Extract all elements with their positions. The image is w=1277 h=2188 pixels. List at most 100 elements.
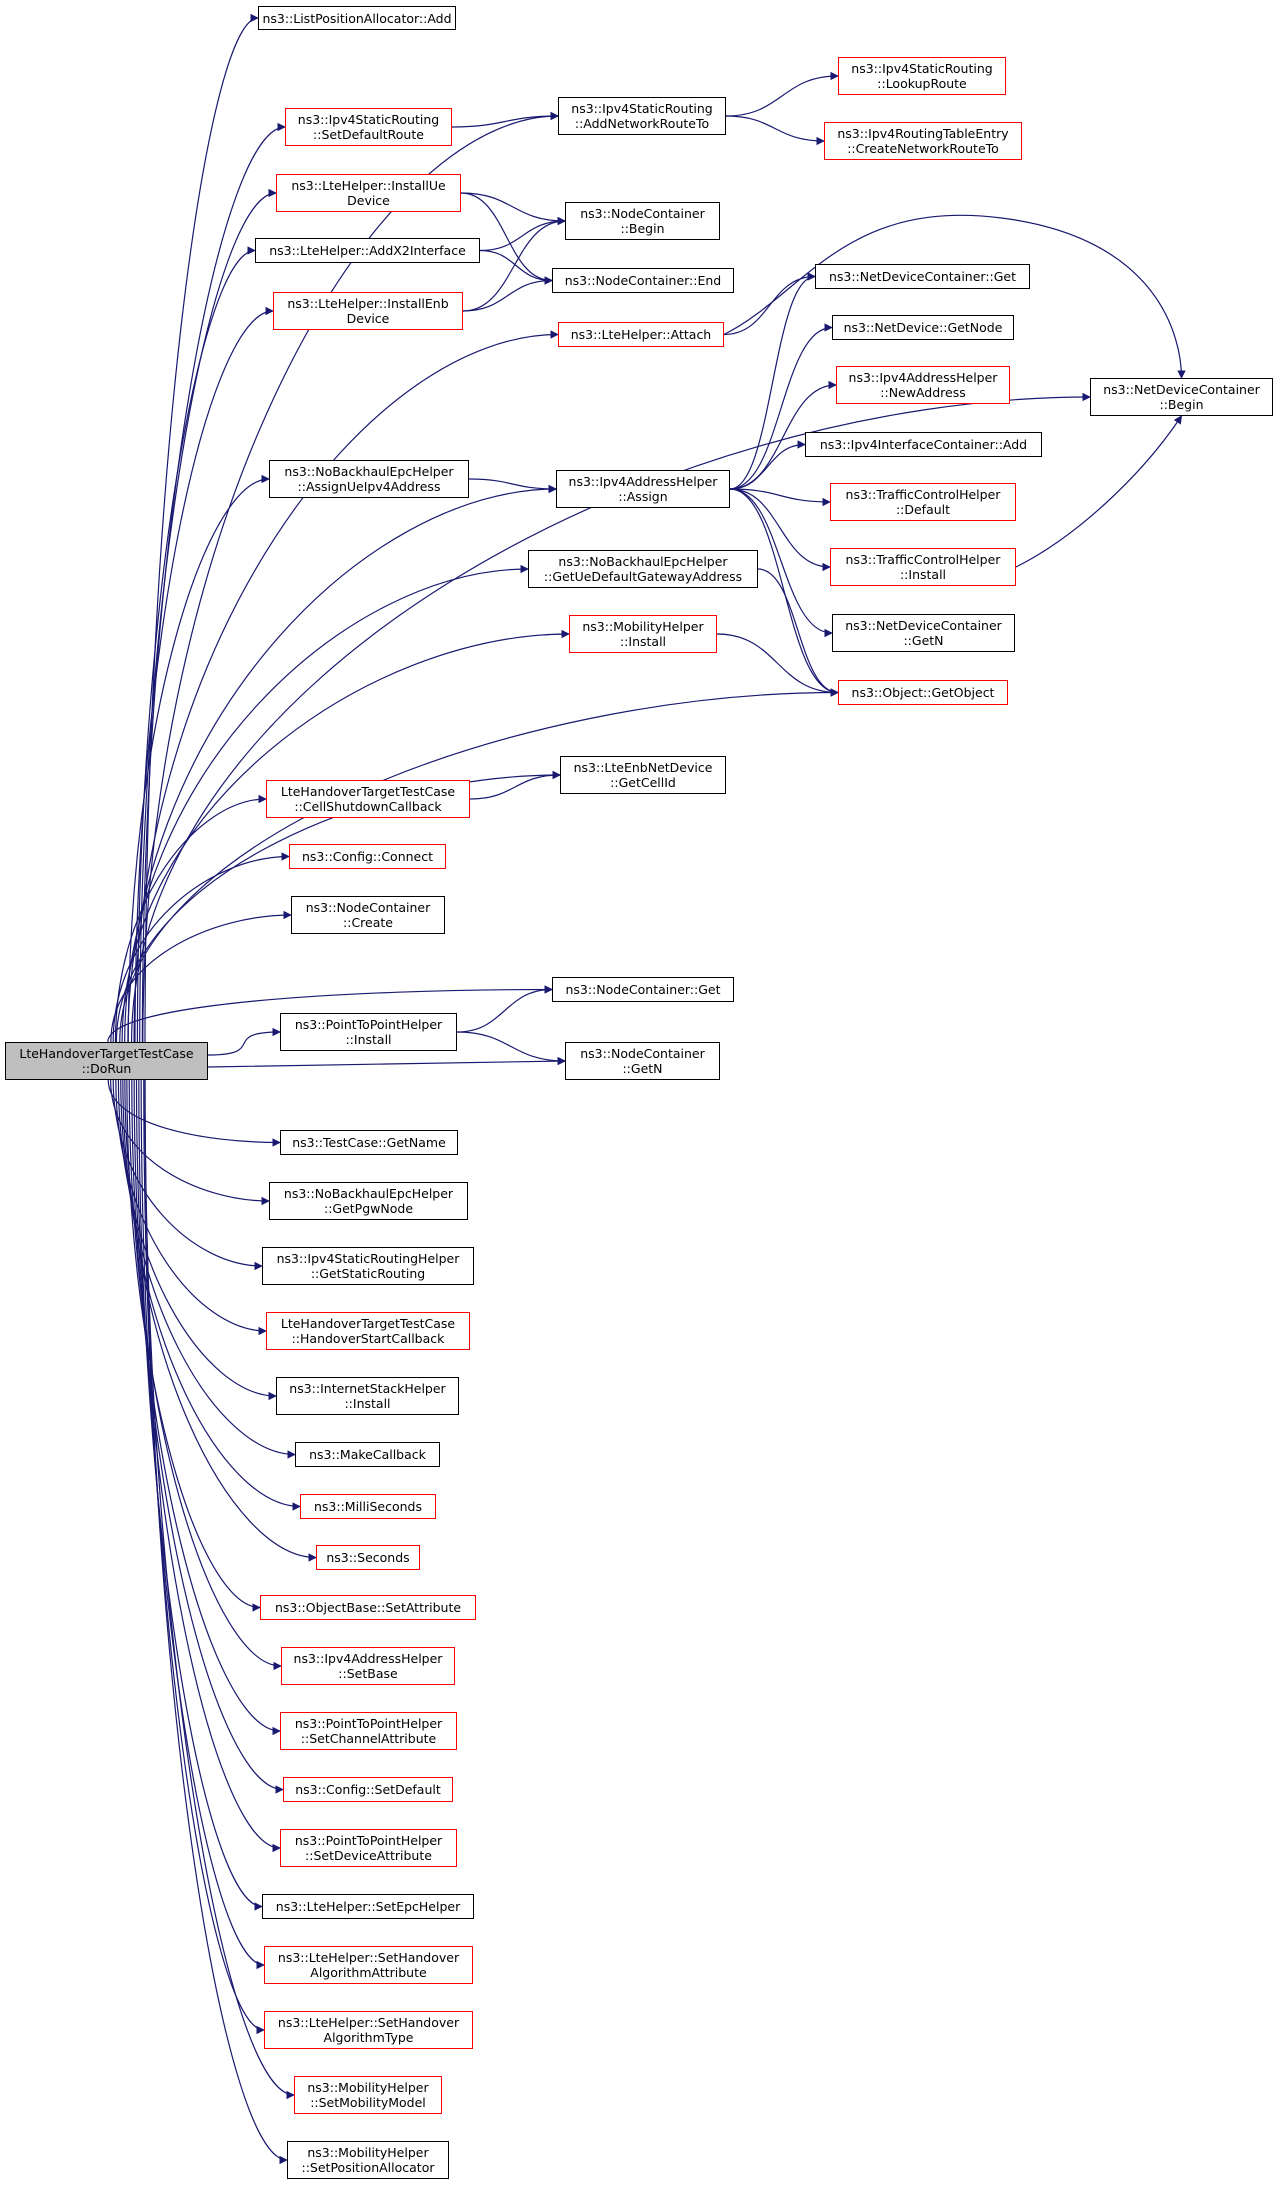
node-no-backhaul-epc-helper-assign-ue-ipv4-address[interactable]: ns3::NoBackhaulEpcHelper ::AssignUeIpv4A… — [269, 460, 469, 498]
edge-root-to-enb_cellid — [115, 770, 561, 1043]
edge-root-to-add_x2 — [136, 246, 256, 1043]
node-object-get-object[interactable]: ns3::Object::GetObject — [838, 680, 1008, 705]
node-ipv4-routing-table-entry-create-network-route-to[interactable]: ns3::Ipv4RoutingTableEntry ::CreateNetwo… — [824, 122, 1022, 160]
node-config-connect[interactable]: ns3::Config::Connect — [289, 844, 446, 869]
edge-install_enb-to-nc_begin — [462, 216, 566, 312]
edge-root-to-set_ho_type — [143, 1079, 265, 2035]
node-node-container-create[interactable]: ns3::NodeContainer ::Create — [291, 896, 445, 934]
node-seconds[interactable]: ns3::Seconds — [316, 1545, 420, 1570]
edge-root-to-mobility_install — [121, 629, 570, 1043]
edge-mobility_install-to-get_object — [716, 633, 839, 697]
edge-p2p_install-to-nc_get — [456, 985, 553, 1033]
node-lte-helper-attach[interactable]: ns3::LteHelper::Attach — [558, 322, 724, 347]
edge-root-to-set_mobility_model — [144, 1079, 295, 2100]
edge-root-to-config_setdefault — [133, 1079, 284, 1794]
edge-root-to-assign_ue — [127, 474, 270, 1043]
node-ipv4-interface-container-add[interactable]: ns3::Ipv4InterfaceContainer::Add — [805, 432, 1042, 457]
node-lte-handover-target-test-case-handover-start-callback[interactable]: LteHandoverTargetTestCase ::HandoverStar… — [266, 1312, 470, 1350]
edge-get_ue_gw-to-get_object — [757, 568, 839, 697]
edge-root-to-set_epc_helper — [138, 1079, 263, 1911]
edge-add_network_route-to-create_network_route — [725, 115, 825, 146]
node-mobility-helper-set-mobility-model[interactable]: ns3::MobilityHelper ::SetMobilityModel — [294, 2076, 442, 2114]
edge-install_ue-to-nc_begin — [460, 192, 566, 226]
node-ipv4-static-routing-set-default-route[interactable]: ns3::Ipv4StaticRouting ::SetDefaultRoute — [285, 108, 452, 146]
edge-root-to-add_network_route — [142, 111, 559, 1043]
node-lte-helper-set-epc-helper[interactable]: ns3::LteHelper::SetEpcHelper — [262, 1894, 474, 1919]
node-node-container-get[interactable]: ns3::NodeContainer::Get — [552, 977, 734, 1002]
node-ipv4-address-helper-new-address[interactable]: ns3::Ipv4AddressHelper ::NewAddress — [836, 366, 1010, 404]
edge-root-to-ndc_begin — [130, 392, 1091, 1043]
node-lte-helper-add-x2-interface[interactable]: ns3::LteHelper::AddX2Interface — [255, 238, 480, 263]
edge-cell_shutdown-to-enb_cellid — [469, 770, 561, 800]
edge-add_x2-to-nc_end — [479, 249, 553, 285]
node-point-to-point-helper-install[interactable]: ns3::PointToPointHelper ::Install — [280, 1013, 457, 1051]
node-point-to-point-helper-set-channel-attribute[interactable]: ns3::PointToPointHelper ::SetChannelAttr… — [280, 1712, 457, 1750]
edge-root-to-set_default_route — [141, 122, 286, 1043]
edge-root-to-nc_getn — [207, 1056, 566, 1068]
edge-install_ue-to-nc_end — [460, 192, 553, 285]
node-ipv4-static-routing-helper-get-static-routing[interactable]: ns3::Ipv4StaticRoutingHelper ::GetStatic… — [262, 1247, 474, 1285]
edge-tch_install-to-ndc_begin — [1015, 415, 1182, 568]
edge-root-to-set_channel_attr — [131, 1079, 281, 1736]
node-net-device-container-begin[interactable]: ns3::NetDeviceContainer ::Begin — [1090, 378, 1273, 416]
edge-ipv4ah_assign-to-ndc_get — [729, 272, 816, 490]
edge-root-to-install_enb — [134, 306, 274, 1043]
edge-root-to-cell_shutdown — [114, 794, 267, 1043]
edge-ipv4ah_assign-to-ipv4ic_add — [729, 440, 806, 490]
node-test-case-get-name[interactable]: ns3::TestCase::GetName — [280, 1130, 458, 1155]
edge-add_network_route-to-lookup_route — [725, 71, 839, 117]
node-internet-stack-helper-install[interactable]: ns3::InternetStackHelper ::Install — [276, 1377, 459, 1415]
edge-root-to-install_ue — [139, 188, 277, 1043]
edge-root-to-set_position_alloc — [144, 1079, 288, 2165]
edge-ipv4ah_assign-to-tch_install — [729, 488, 831, 572]
edge-root-to-set_device_attr — [135, 1079, 281, 1853]
node-make-callback[interactable]: ns3::MakeCallback — [295, 1442, 440, 1467]
node-net-device-get-node[interactable]: ns3::NetDevice::GetNode — [832, 315, 1014, 340]
node-lte-handover-target-test-case-cell-shutdown-callback[interactable]: LteHandoverTargetTestCase ::CellShutdown… — [266, 780, 470, 818]
edge-p2p_install-to-nc_getn — [456, 1031, 566, 1066]
node-node-container-end[interactable]: ns3::NodeContainer::End — [552, 268, 734, 293]
node-root-dorun[interactable]: LteHandoverTargetTestCase ::DoRun — [5, 1042, 208, 1080]
edge-root-to-ish_install — [117, 1079, 277, 1401]
node-node-container-get-n[interactable]: ns3::NodeContainer ::GetN — [565, 1042, 720, 1080]
node-list-position-allocator-add[interactable]: ns3::ListPositionAllocator::Add — [258, 6, 456, 30]
node-object-base-set-attribute[interactable]: ns3::ObjectBase::SetAttribute — [260, 1595, 476, 1620]
edge-attach-to-ndc_begin — [723, 214, 1186, 379]
node-config-set-default[interactable]: ns3::Config::SetDefault — [283, 1777, 453, 1802]
edge-root-to-tc_getname — [107, 1079, 281, 1147]
node-traffic-control-helper-install[interactable]: ns3::TrafficControlHelper ::Install — [830, 548, 1016, 586]
node-traffic-control-helper-default[interactable]: ns3::TrafficControlHelper ::Default — [830, 483, 1016, 521]
edge-root-to-attach — [133, 330, 559, 1043]
edge-root-to-config_connect — [112, 852, 290, 1043]
node-no-backhaul-epc-helper-get-ue-default-gateway-address[interactable]: ns3::NoBackhaulEpcHelper ::GetUeDefaultG… — [528, 550, 758, 588]
node-net-device-container-get-n[interactable]: ns3::NetDeviceContainer ::GetN — [832, 614, 1015, 652]
node-ipv4-address-helper-set-base[interactable]: ns3::Ipv4AddressHelper ::SetBase — [281, 1647, 455, 1685]
edge-ipv4ah_assign-to-tch_default — [729, 488, 831, 507]
edge-root-to-get_ue_gw — [124, 564, 529, 1043]
node-lte-helper-set-handover-algorithm-type[interactable]: ns3::LteHelper::SetHandover AlgorithmTyp… — [264, 2011, 473, 2049]
node-ipv4-static-routing-add-network-route-to[interactable]: ns3::Ipv4StaticRouting ::AddNetworkRoute… — [558, 97, 726, 135]
edge-root-to-seconds — [124, 1079, 317, 1562]
node-ipv4-static-routing-lookup-route[interactable]: ns3::Ipv4StaticRouting ::LookupRoute — [838, 57, 1006, 95]
edge-root-to-handover_start — [115, 1079, 267, 1336]
node-mobility-helper-set-position-allocator[interactable]: ns3::MobilityHelper ::SetPositionAllocat… — [287, 2141, 449, 2179]
edge-install_enb-to-nc_end — [462, 276, 553, 312]
node-lte-helper-install-enb-device[interactable]: ns3::LteHelper::InstallEnb Device — [273, 292, 463, 330]
edge-root-to-set_attribute — [126, 1079, 261, 1612]
node-no-backhaul-epc-helper-get-pgw-node[interactable]: ns3::NoBackhaulEpcHelper ::GetPgwNode — [269, 1182, 468, 1220]
edge-assign_ue-to-ipv4ah_assign — [468, 478, 557, 494]
node-milliseconds[interactable]: ns3::MilliSeconds — [300, 1494, 436, 1519]
node-lte-helper-install-ue-device[interactable]: ns3::LteHelper::InstallUe Device — [276, 174, 461, 212]
node-point-to-point-helper-set-device-attribute[interactable]: ns3::PointToPointHelper ::SetDeviceAttri… — [280, 1829, 457, 1867]
edge-add_x2-to-nc_begin — [479, 216, 566, 252]
node-node-container-begin[interactable]: ns3::NodeContainer ::Begin — [565, 202, 720, 240]
edge-root-to-nc_get — [107, 985, 553, 1043]
node-lte-enb-net-device-get-cell-id[interactable]: ns3::LteEnbNetDevice ::GetCellId — [560, 756, 726, 794]
edge-root-to-get_static_routing — [112, 1079, 263, 1271]
edge-set_default_route-to-add_network_route — [451, 111, 559, 128]
node-net-device-container-get[interactable]: ns3::NetDeviceContainer::Get — [815, 264, 1030, 289]
node-lte-helper-set-handover-algorithm-attribute[interactable]: ns3::LteHelper::SetHandover AlgorithmAtt… — [264, 1946, 473, 1984]
node-ipv4-address-helper-assign[interactable]: ns3::Ipv4AddressHelper ::Assign — [556, 470, 730, 508]
node-mobility-helper-install[interactable]: ns3::MobilityHelper ::Install — [569, 615, 717, 653]
